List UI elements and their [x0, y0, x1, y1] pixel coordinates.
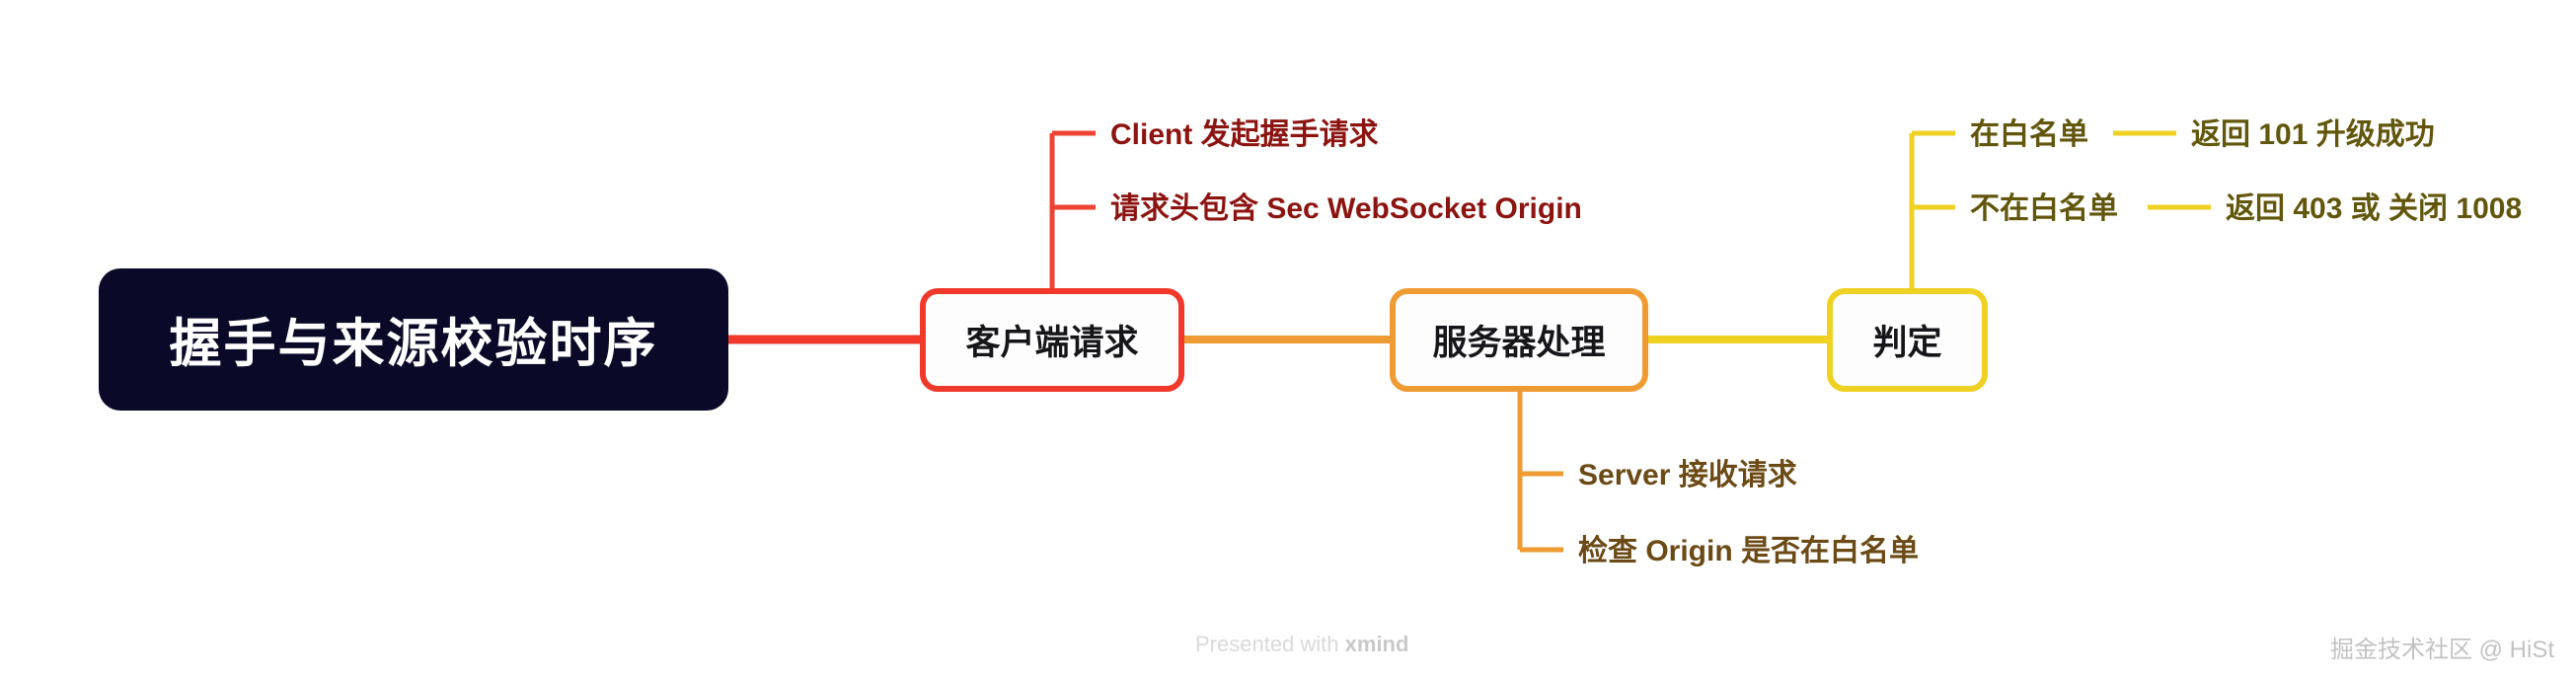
leaf-return-101-upgrade-success[interactable]: 返回 101 升级成功 [2191, 118, 2435, 151]
watermark-brand: xmind [1344, 632, 1409, 656]
branch-node-decide-label: 判定 [1872, 324, 1942, 362]
branch-node-client-label: 客户端请求 [965, 324, 1139, 362]
leaf-not-in-whitelist[interactable]: 不在白名单 [1970, 192, 2118, 225]
author-credit: 掘金技术社区 @ HiSt [2329, 637, 2554, 663]
leaf-in-whitelist[interactable]: 在白名单 [1970, 118, 2088, 151]
branch-node-decide[interactable]: 判定 [1827, 288, 1988, 392]
branch-node-server[interactable]: 服务器处理 [1390, 288, 1648, 392]
leaf-client-handshake-request[interactable]: Client 发起握手请求 [1110, 118, 1379, 151]
root-node[interactable]: 握手与来源校验时序 [99, 268, 728, 411]
leaf-server-check-origin[interactable]: 检查 Origin 是否在白名单 [1578, 535, 1919, 567]
branch-node-server-label: 服务器处理 [1432, 324, 1606, 362]
leaf-server-receive-request[interactable]: Server 接收请求 [1578, 459, 1797, 491]
leaf-return-403-or-close-1008[interactable]: 返回 403 或 关闭 1008 [2226, 192, 2523, 225]
xmind-watermark: Presented with xmind [1195, 632, 1408, 657]
branch-node-client[interactable]: 客户端请求 [920, 288, 1184, 392]
leaf-client-request-headers[interactable]: 请求头包含 Sec WebSocket Origin [1110, 192, 1582, 225]
root-node-label: 握手与来源校验时序 [169, 315, 658, 373]
watermark-prefix: Presented with [1195, 632, 1345, 656]
